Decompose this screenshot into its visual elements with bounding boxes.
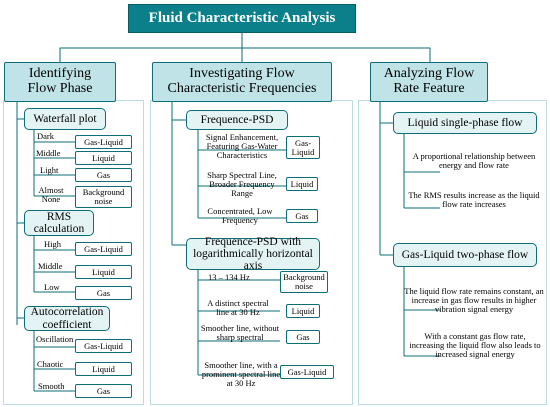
result-box: Gas bbox=[75, 384, 132, 398]
result-box: Gas-Liquid bbox=[280, 365, 334, 379]
group-frequence-psd: Frequence-PSD bbox=[186, 110, 288, 130]
result-box: Background noise bbox=[75, 186, 132, 208]
section-heading-line: Analyzing Flow bbox=[383, 66, 475, 82]
note-text: A proportional relationship between ener… bbox=[412, 151, 536, 170]
section-heading-line: Rate Feature bbox=[393, 81, 465, 96]
result-box: Gas bbox=[286, 330, 320, 344]
note-text: The RMS results increase as the liquid f… bbox=[408, 190, 540, 209]
section-heading-flow-rate: Analyzing Flow Rate Feature bbox=[370, 62, 488, 102]
group-frequence-psd-log: Frequence-PSD with logarithmically horiz… bbox=[186, 236, 320, 272]
result-box: Gas bbox=[75, 168, 132, 182]
item-label: Dark bbox=[37, 131, 54, 141]
result-box: Liquid bbox=[286, 304, 320, 318]
note-text: With a constant gas flow rate, increasin… bbox=[409, 331, 541, 359]
result-box: Liquid bbox=[75, 362, 132, 376]
item-label: Middle bbox=[36, 148, 61, 158]
section-heading-line: Identifying bbox=[28, 66, 92, 82]
result-box: Liquid bbox=[75, 265, 132, 279]
group-liquid-single-phase: Liquid single-phase flow bbox=[393, 112, 537, 134]
section-heading-line: Characteristic Frequencies bbox=[167, 81, 317, 96]
item-label: Smooth bbox=[38, 381, 65, 391]
item-label: Concentrated, Low Frequency bbox=[207, 206, 273, 225]
item-label: Light bbox=[40, 165, 59, 175]
item-label: Low bbox=[44, 282, 60, 292]
item-label: Chaotic bbox=[37, 359, 64, 369]
item-label: Smoother line, with a prominent spectral… bbox=[201, 360, 281, 388]
note-text: The liquid flow rate remains constant, a… bbox=[404, 286, 544, 314]
section-heading-frequencies: Investigating Flow Characteristic Freque… bbox=[152, 62, 332, 102]
section-heading-line: Investigating Flow bbox=[189, 66, 295, 82]
item-label: Sharp Spectral Line, Broader Frequency R… bbox=[207, 170, 277, 198]
result-box: Gas-Liquid bbox=[75, 242, 132, 256]
result-box: Background noise bbox=[280, 271, 328, 293]
item-label: Middle bbox=[38, 261, 63, 271]
group-gas-liquid-two-phase: Gas-Liquid two-phase flow bbox=[393, 243, 537, 267]
result-box: Gas-Liquid bbox=[75, 135, 132, 149]
group-waterfall-plot: Waterfall plot bbox=[24, 108, 106, 130]
item-label: Smoother line, without sharp spectral bbox=[200, 323, 280, 342]
item-label: A distinct spectral line at 30 Hz bbox=[207, 298, 269, 317]
result-box: Liquid bbox=[286, 177, 318, 191]
result-box: Gas bbox=[75, 286, 132, 300]
section-heading-line: Flow Phase bbox=[27, 81, 93, 96]
item-label: 13 – 134 Hz bbox=[208, 272, 250, 282]
group-autocorrelation: Autocorrelation coefficient bbox=[24, 306, 110, 331]
group-rms-calculation: RMS calculation bbox=[24, 210, 94, 236]
result-box: Gas-Liquid bbox=[286, 136, 320, 159]
item-label: Oscillation bbox=[36, 334, 74, 344]
item-label: High bbox=[44, 239, 61, 249]
item-label: Signal Enhancement, Featuring Gas-Water … bbox=[205, 132, 279, 160]
section-heading-flow-phase: Identifying Flow Phase bbox=[4, 62, 116, 102]
result-box: Gas-Liquid bbox=[75, 339, 132, 353]
diagram-title: Fluid Characteristic Analysis bbox=[128, 4, 356, 33]
result-box: Gas bbox=[286, 209, 318, 223]
item-label: Almost None bbox=[38, 185, 64, 204]
result-box: Liquid bbox=[75, 151, 132, 165]
